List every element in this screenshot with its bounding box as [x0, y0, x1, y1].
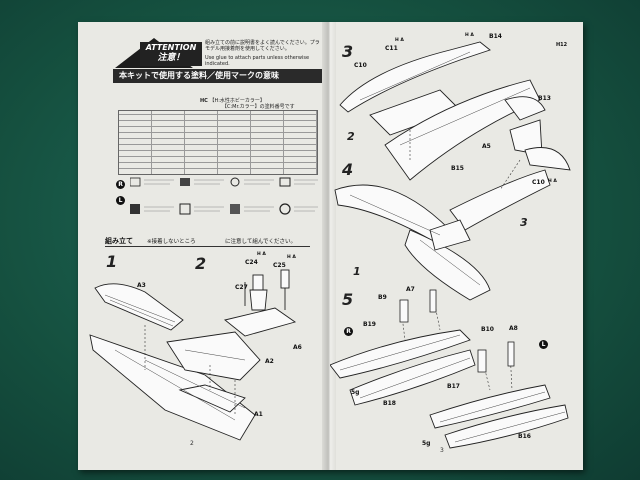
assembly-header-label: 組み立て: [105, 237, 133, 245]
paint-legend-hc: HC: [200, 98, 208, 104]
part-label-b18: B18: [383, 400, 396, 407]
part-label-a1: A1: [254, 411, 263, 418]
assembly-header: 組み立て ※接着しないところ に注意して組んでください。: [105, 236, 310, 247]
part-label-b15: B15: [451, 165, 464, 172]
part-label-h12: H12: [556, 42, 568, 48]
hc-marker-1: H A: [257, 252, 266, 257]
attention-heading-jp: 注意！: [157, 53, 185, 63]
center-fold: [322, 22, 336, 470]
legend-right-badge: R: [116, 180, 125, 189]
part-label-c10: C10: [354, 62, 367, 69]
attention-heading-en: ATTENTION: [145, 43, 197, 52]
weight-label-1: 5g: [351, 389, 360, 396]
attention-note-en: Use glue to attach parts unless otherwis…: [205, 55, 310, 67]
step-3-number: 3: [342, 42, 354, 61]
part-label-b14: B14: [489, 33, 502, 40]
hc-marker-2: H A: [287, 255, 296, 260]
step-5-number: 5: [342, 290, 354, 309]
part-label-c11: C11: [385, 45, 398, 52]
part-label-b17: B17: [447, 383, 460, 390]
assembly-header-text2: に注意して組んでください。: [225, 239, 297, 245]
symbol-legend-row-2: L: [113, 196, 323, 226]
symbol-legend-icons: [130, 177, 318, 215]
step-4-number: 4: [342, 160, 354, 179]
paint-legend-text: HC 【H:水性ホビーカラー】: [200, 98, 265, 104]
part-label-b10: B10: [481, 326, 494, 333]
sub-step-3: 3: [520, 216, 528, 229]
part-label-c10-b: C10: [532, 179, 545, 186]
sub-step-1: 1: [353, 265, 361, 278]
paint-legend-text2: 【C:Mr.カラー】の塗料番号です: [222, 104, 295, 110]
part-label-a6: A6: [293, 344, 302, 351]
part-label-a7: A7: [406, 286, 415, 293]
right-hc-marker-2: H A: [465, 33, 474, 38]
attention-note-jp: 組み立ての前に説明書をよく読んでください。プラモデル用接着剤を使用してください。: [205, 40, 320, 52]
part-label-c24: C24: [245, 259, 258, 266]
part-label-a8: A8: [509, 325, 518, 332]
part-label-c27: C27: [235, 284, 248, 291]
left-side-badge: L: [539, 340, 548, 349]
symbol-legend-row-1: R: [113, 178, 323, 208]
part-label-b13: B13: [538, 95, 551, 102]
sub-step-2: 2: [347, 130, 355, 143]
part-label-b9: B9: [378, 294, 387, 301]
wing-assembly-drawing: [89, 269, 297, 441]
page-number-left: 2: [190, 440, 194, 447]
right-hc-marker-1: H A: [395, 38, 404, 43]
attention-heading: ATTENTION 注意！: [140, 42, 202, 66]
step-1-number: 1: [106, 252, 118, 271]
assembly-header-text: ※接着しないところ: [147, 239, 196, 245]
paint-color-table: [118, 110, 318, 175]
page-number-right: 3: [440, 447, 444, 454]
legend-left-badge: L: [116, 196, 125, 205]
part-label-b16: B16: [518, 433, 531, 440]
part-label-a5: A5: [482, 143, 491, 150]
part-label-a3: A3: [137, 282, 146, 289]
weight-label-2: 5g: [422, 440, 431, 447]
step-2-number: 2: [195, 254, 207, 273]
part-label-b19: B19: [363, 321, 376, 328]
paint-marks-banner: 本キットで使用する塗料／使用マークの意味: [113, 69, 322, 83]
part-label-c25: C25: [273, 262, 286, 269]
right-side-badge: R: [344, 327, 353, 336]
paint-legend-h: 【H:水性ホビーカラー】: [209, 98, 265, 104]
fuselage-assembly-drawing: [330, 41, 571, 449]
part-label-a2: A2: [265, 358, 274, 365]
right-hc-marker-3: H A: [548, 179, 557, 184]
